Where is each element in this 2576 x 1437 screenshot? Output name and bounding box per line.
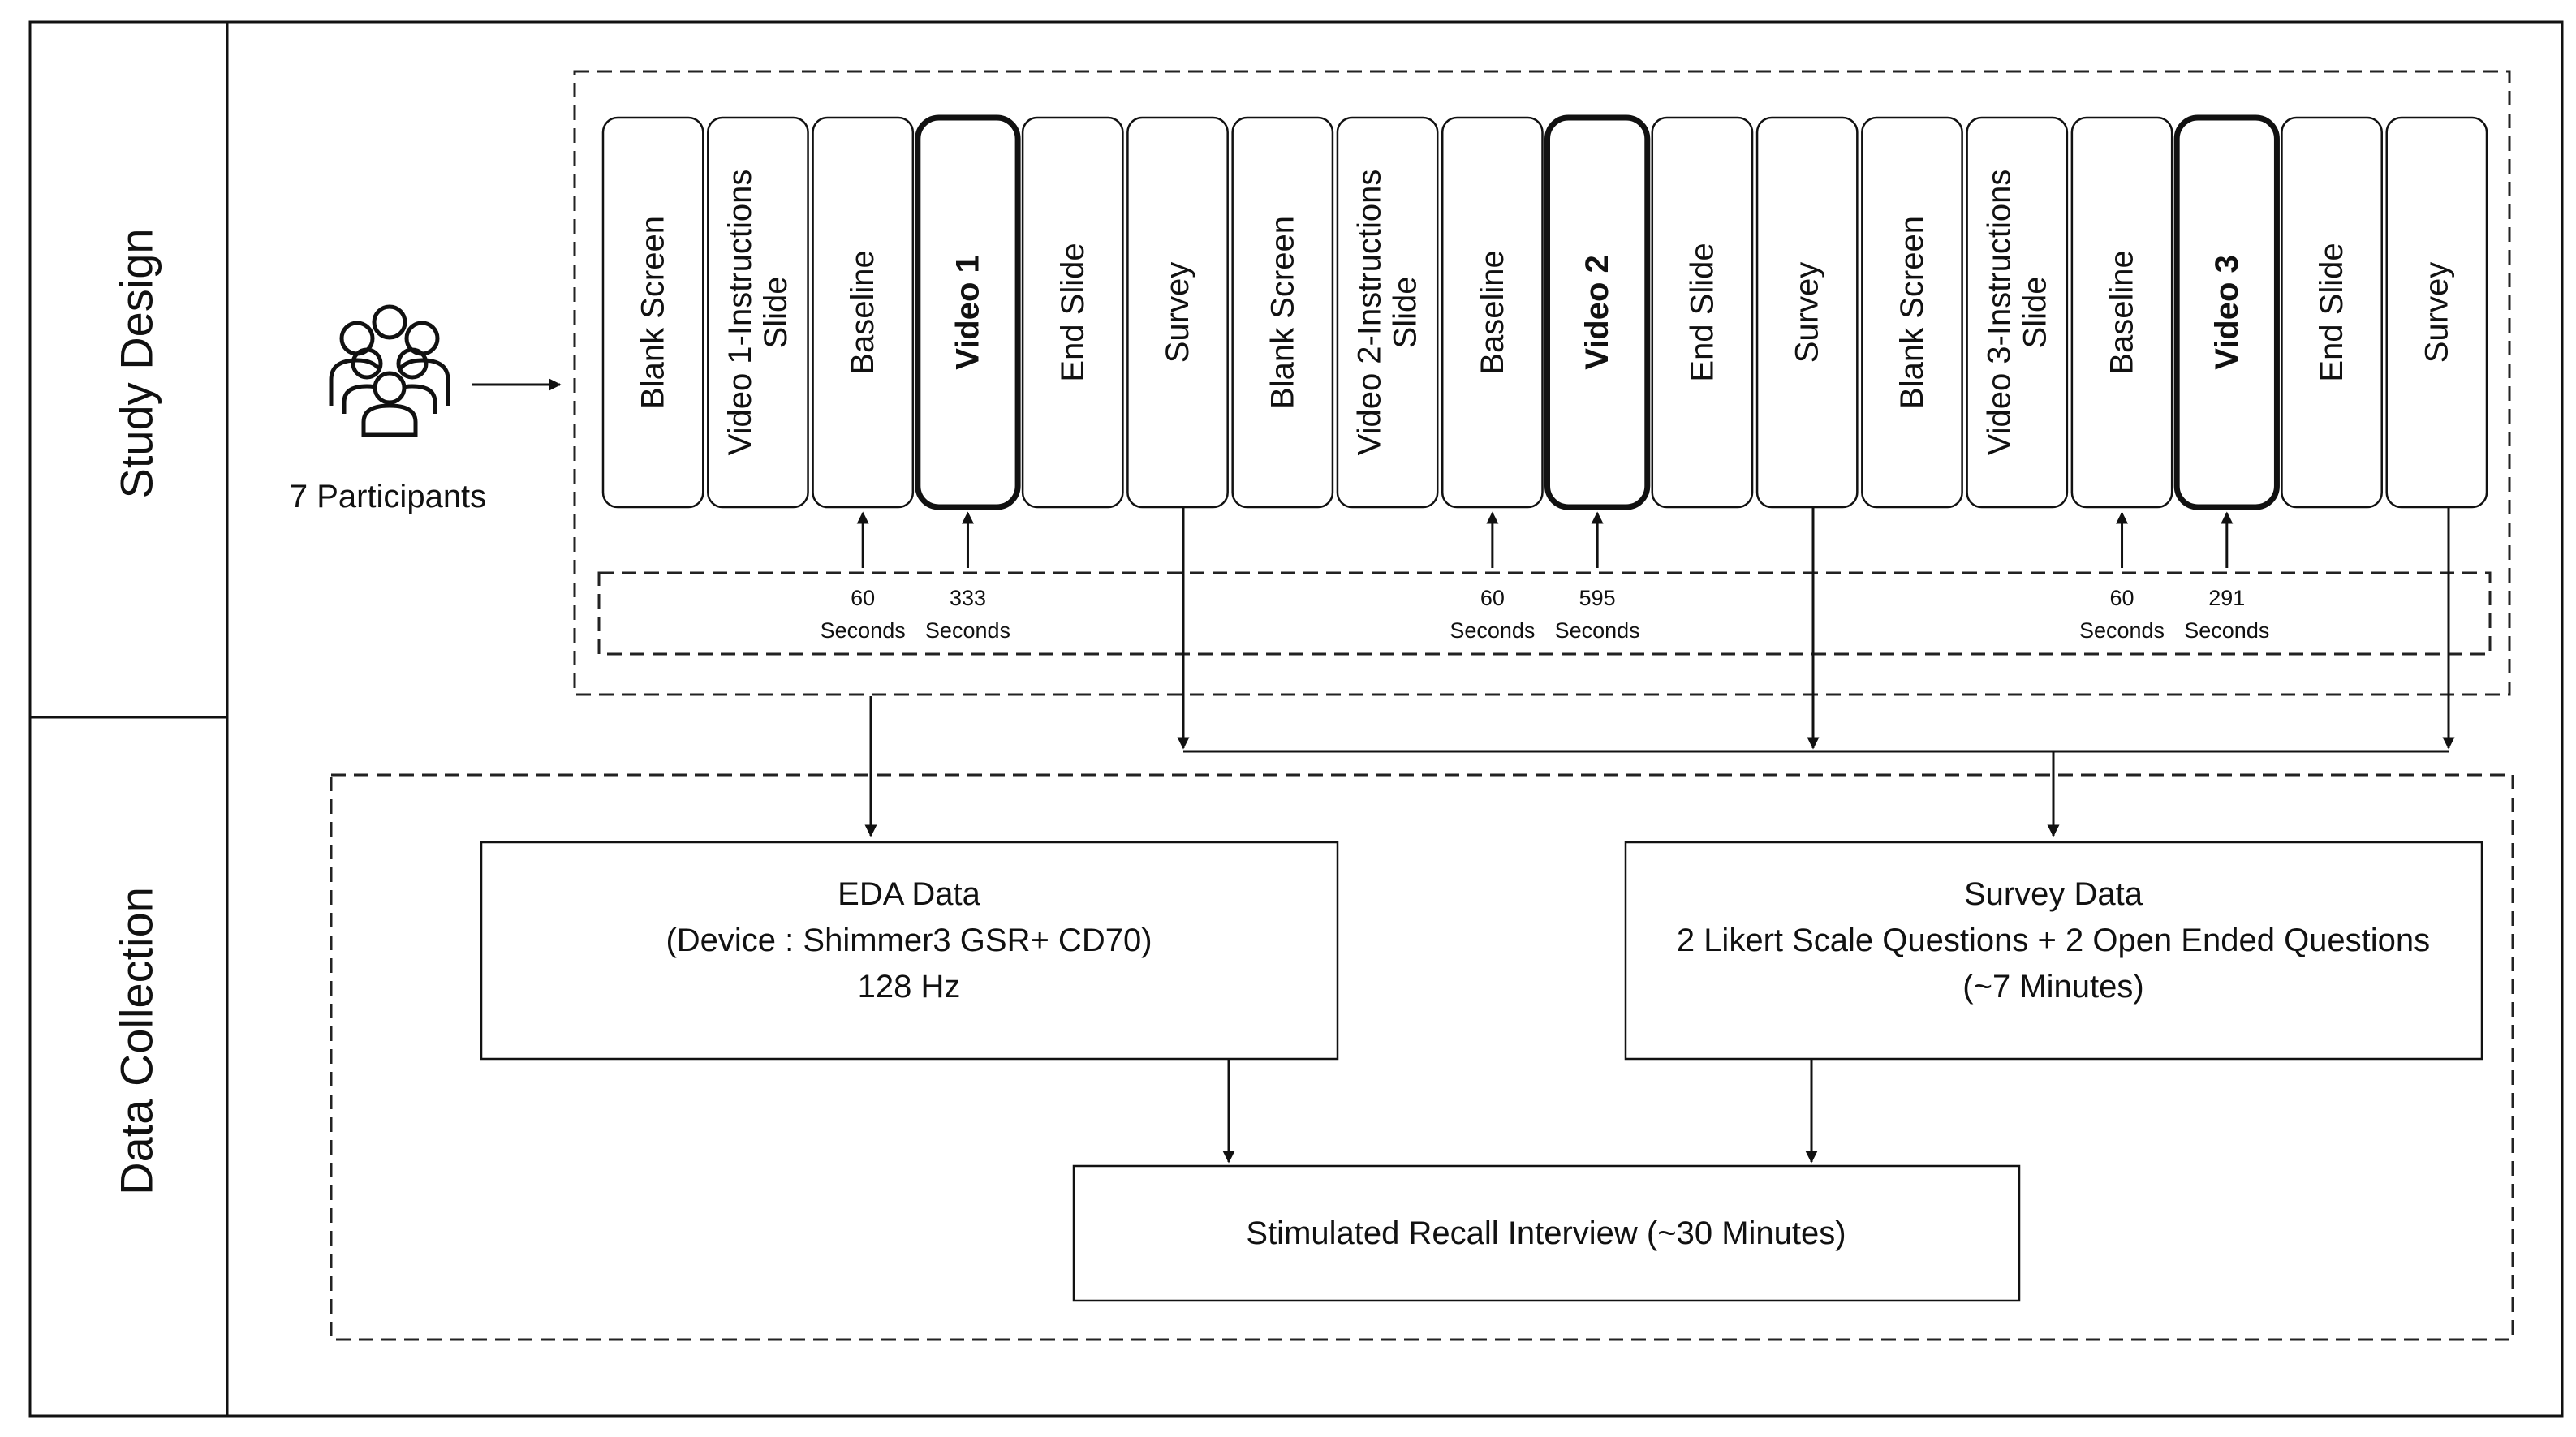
timing-unit: Seconds	[1555, 618, 1640, 643]
step-box	[707, 116, 809, 509]
survey-data-box: Survey Data 2 Likert Scale Questions + 2…	[1624, 841, 2483, 1061]
video-step-box	[2173, 114, 2280, 510]
procedure-step: Survey	[1126, 116, 1229, 509]
procedure-step: End Slide	[1651, 116, 1754, 509]
timing-unit: Seconds	[1450, 618, 1535, 643]
step-label: Slide	[2017, 277, 2053, 349]
procedure-step: Blank Screen	[1861, 116, 1963, 509]
participants-label: 7 Participants	[290, 479, 486, 514]
data-collection-container	[330, 773, 2514, 1341]
step-box	[1021, 116, 1124, 509]
step-box	[1336, 116, 1439, 509]
step-box	[1966, 116, 2069, 509]
step-box	[1861, 116, 1963, 509]
survey-data-questions: 2 Likert Scale Questions + 2 Open Ended …	[1677, 923, 2430, 958]
procedure-container	[573, 70, 2511, 696]
survey-data-duration: (~7 Minutes)	[1962, 969, 2143, 1005]
timing-unit: Seconds	[821, 618, 906, 643]
step-label: Survey	[1790, 262, 1825, 364]
section-label-study-design: Study Design	[111, 228, 162, 498]
interview-box: Stimulated Recall Interview (~30 Minutes…	[1072, 1164, 2021, 1302]
step-label: Survey	[1160, 262, 1195, 364]
step-label: Video 3-Instructions	[1981, 170, 2017, 456]
step-label: Blank Screen	[1894, 216, 1930, 409]
step-box	[2281, 116, 2383, 509]
procedure-step: Survey	[2385, 116, 2488, 509]
step-label: Baseline	[1475, 250, 1510, 374]
step-label: Video 1-Instructions	[722, 170, 758, 456]
timing-value: 60	[2110, 586, 2134, 610]
timing-container	[597, 571, 2492, 656]
step-box	[1126, 116, 1229, 509]
timing-unit: Seconds	[2184, 618, 2269, 643]
video-step-box	[915, 114, 1021, 510]
procedure-step: Baseline	[812, 116, 915, 509]
timing-value: 60	[1480, 586, 1505, 610]
procedure-step: End Slide	[2281, 116, 2383, 509]
step-label: End Slide	[1684, 243, 1720, 381]
procedure-step: End Slide	[1021, 116, 1124, 509]
procedure-step: Blank Screen	[1231, 116, 1334, 509]
timing-value: 595	[1579, 586, 1616, 610]
timing-markers: 60Seconds333Seconds60Seconds595Seconds60…	[821, 511, 2269, 643]
procedure-step: Blank Screen	[601, 116, 704, 509]
timing-value: 333	[950, 586, 986, 610]
eda-data-rate: 128 Hz	[858, 969, 961, 1005]
step-box	[812, 116, 915, 509]
timing-value: 60	[851, 586, 875, 610]
timing-unit: Seconds	[925, 618, 1010, 643]
timing-value: 291	[2208, 586, 2245, 610]
procedure-step: Baseline	[1441, 116, 1544, 509]
outer-frame	[28, 20, 2564, 1418]
eda-data-box: EDA Data (Device : Shimmer3 GSR+ CD70) 1…	[480, 841, 1339, 1061]
interview-label: Stimulated Recall Interview (~30 Minutes…	[1246, 1215, 1846, 1251]
procedure-step: Baseline	[2070, 116, 2173, 509]
step-label: End Slide	[1055, 243, 1091, 381]
procedure-step: Video 2	[1544, 114, 1651, 510]
step-box	[1231, 116, 1334, 509]
step-label: Video 3	[2209, 255, 2245, 370]
step-box	[2385, 116, 2488, 509]
step-box	[1755, 116, 1859, 509]
step-label: End Slide	[2314, 243, 2350, 381]
step-box	[1441, 116, 1544, 509]
step-label: Survey	[2419, 262, 2454, 364]
step-label: Slide	[758, 277, 794, 349]
step-label: Baseline	[2104, 250, 2140, 374]
step-label: Slide	[1388, 277, 1424, 349]
step-label: Blank Screen	[1264, 216, 1300, 409]
section-label-data-collection: Data Collection	[111, 887, 162, 1195]
eda-data-device: (Device : Shimmer3 GSR+ CD70)	[666, 923, 1152, 958]
timing-unit: Seconds	[2079, 618, 2165, 643]
procedure-step: Survey	[1755, 116, 1859, 509]
video-step-box	[1544, 114, 1651, 510]
step-box	[1651, 116, 1754, 509]
step-label: Video 2	[1579, 255, 1615, 370]
eda-data-title: EDA Data	[838, 876, 980, 912]
group-of-people-icon	[329, 304, 450, 437]
step-label: Blank Screen	[635, 216, 671, 409]
step-label: Video 2-Instructions	[1352, 170, 1388, 456]
survey-data-title: Survey Data	[1964, 876, 2143, 912]
procedure-step: Video 3	[2173, 114, 2280, 510]
step-label: Video 1	[950, 255, 985, 370]
step-label: Baseline	[845, 250, 881, 374]
step-box	[601, 116, 704, 509]
step-box	[2070, 116, 2173, 509]
procedure-step: Video 1	[915, 114, 1021, 510]
